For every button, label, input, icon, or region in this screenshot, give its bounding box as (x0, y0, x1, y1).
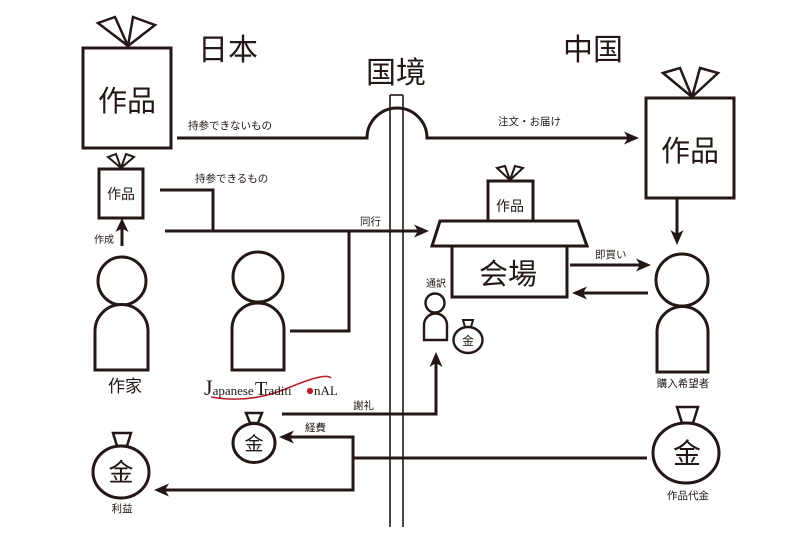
venue: 作品 会場 (429, 164, 590, 299)
logo-red-dot (306, 387, 314, 395)
person-artist-label: 作家 (108, 377, 142, 397)
flow-create-label: 作成 (94, 234, 114, 246)
region-japan-title: 日本 (198, 33, 258, 68)
logo-initial-j: J (204, 375, 213, 400)
flow-cannot-carry-label: 持参できないもの (188, 119, 272, 132)
flow-order-delivery-label: 注文・お届け (498, 115, 561, 128)
venue-artwork-label: 作品 (496, 199, 524, 215)
ribbon-icon (106, 152, 136, 172)
svg-text:nAL: nAL (314, 383, 338, 398)
money-bag-interpreter-icon: 金 (452, 319, 484, 355)
person-agency-icon (230, 250, 286, 372)
venue-label: 会場 (479, 257, 537, 291)
ribbon-icon (660, 66, 721, 101)
flow-can-carry-line (160, 188, 215, 231)
artwork-large-left-label: 作品 (98, 84, 156, 118)
artwork-small-left-label: 作品 (107, 187, 135, 203)
border-title: 国境 (366, 56, 426, 91)
arrowhead-right-icon (624, 131, 639, 145)
arrowhead-left-icon (572, 286, 587, 300)
artwork-large-right-label: 作品 (661, 134, 719, 168)
person-interpreter-icon (422, 292, 449, 342)
ribbon-icon (494, 164, 526, 181)
money-bag-profit-icon: 金 (91, 431, 151, 500)
flow-can-carry-label: 持参できるもの (195, 172, 268, 185)
logo-swoosh (210, 375, 332, 400)
money-symbol: 金 (244, 433, 263, 455)
region-china-title: 中国 (563, 33, 623, 68)
venue-building (450, 244, 569, 299)
flow-accompany-label: 同行 (360, 215, 381, 228)
agency-logo: Japanese Traditi nAL (204, 375, 338, 400)
flow-honorarium-line (282, 361, 438, 416)
flow-cannot-carry-line (177, 106, 630, 140)
border-line (389, 94, 404, 527)
arrowhead-right-icon (636, 258, 651, 272)
artwork-large-left: 作品 (81, 15, 173, 150)
flow-honorarium-label: 謝礼 (353, 399, 374, 412)
arrowhead-up-icon (429, 352, 443, 367)
venue-roof (429, 219, 590, 248)
person-interpreter-label: 通訳 (426, 277, 446, 290)
person-buyer-label: 購入希望者 (657, 377, 710, 390)
flow-instant-buy-label: 即買い (595, 249, 627, 261)
logo-text-part3: nAL (314, 383, 338, 398)
money-symbol: 金 (108, 458, 133, 487)
artwork-large-right: 作品 (644, 66, 736, 200)
svg-text:Japanese Traditi: Japanese Traditi (204, 375, 292, 400)
logo-text-part2: raditi (264, 383, 292, 398)
arrowhead-up-icon (115, 218, 129, 232)
person-buyer-icon (654, 252, 710, 374)
arrowhead-left-icon (279, 430, 294, 444)
money-symbol: 金 (462, 333, 474, 348)
artwork-small-left: 作品 (97, 152, 145, 220)
arrowhead-right-icon (414, 224, 429, 238)
money-payment-label: 作品代金 (667, 489, 709, 502)
flow-agency-accompany-line (290, 231, 351, 333)
logo-initial-t: T (255, 378, 267, 400)
arrowhead-left-icon (154, 483, 169, 497)
flow-expenses-label: 経費 (305, 421, 326, 434)
money-profit-label: 利益 (112, 502, 133, 515)
money-symbol: 金 (673, 437, 701, 470)
arrowhead-down-icon (670, 230, 684, 245)
money-bag-expenses-icon: 金 (231, 411, 277, 464)
person-artist-icon (93, 255, 150, 372)
logo-text-part1: apanese (213, 383, 257, 398)
money-bag-payment-icon: 金 (651, 405, 721, 485)
ribbon-icon (95, 15, 158, 49)
